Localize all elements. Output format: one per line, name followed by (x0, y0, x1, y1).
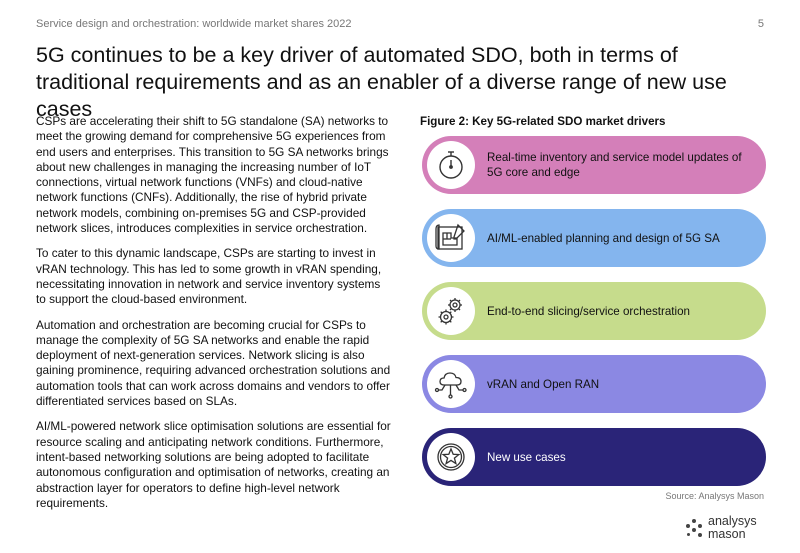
blueprint-icon (427, 214, 475, 262)
paragraph: Automation and orchestration are becomin… (36, 317, 391, 409)
driver-item: Real-time inventory and service model up… (422, 136, 766, 194)
driver-label: vRAN and Open RAN (487, 377, 600, 391)
star-badge-icon (427, 433, 475, 481)
cloud-network-icon (427, 360, 475, 408)
paragraph: To cater to this dynamic landscape, CSPs… (36, 246, 382, 307)
paragraph: CSPs are accelerating their shift to 5G … (36, 114, 389, 236)
driver-label: End-to-end slicing/service orchestration (487, 304, 690, 318)
figure-title: Figure 2: Key 5G-related SDO market driv… (420, 115, 666, 128)
driver-label: New use cases (487, 450, 566, 464)
gears-icon (427, 287, 475, 335)
driver-item: New use cases (422, 428, 766, 486)
stopwatch-icon (427, 141, 475, 189)
body-text: CSPs are accelerating their shift to 5G … (36, 114, 391, 521)
page-number: 5 (757, 18, 764, 30)
paragraph: AI/ML-powered network slice optimisation… (36, 419, 391, 510)
report-title: Service design and orchestration: worldw… (36, 18, 352, 30)
logo-dots-icon (684, 516, 706, 540)
driver-label: AI/ML-enabled planning and design of 5G … (487, 231, 720, 245)
drivers-list: Real-time inventory and service model up… (422, 136, 766, 501)
driver-item: AI/ML-enabled planning and design of 5G … (422, 209, 766, 267)
driver-item: End-to-end slicing/service orchestration (422, 282, 766, 340)
driver-item: vRAN and Open RAN (422, 355, 766, 413)
driver-label: Real-time inventory and service model up… (487, 151, 742, 179)
company-logo: analysys mason (684, 514, 764, 544)
logo-text-line1: analysys (708, 514, 757, 528)
page-title: 5G continues to be a key driver of autom… (36, 43, 727, 121)
logo-text-line2: mason (708, 527, 746, 541)
figure-source: Source: Analysys Mason (665, 491, 764, 501)
